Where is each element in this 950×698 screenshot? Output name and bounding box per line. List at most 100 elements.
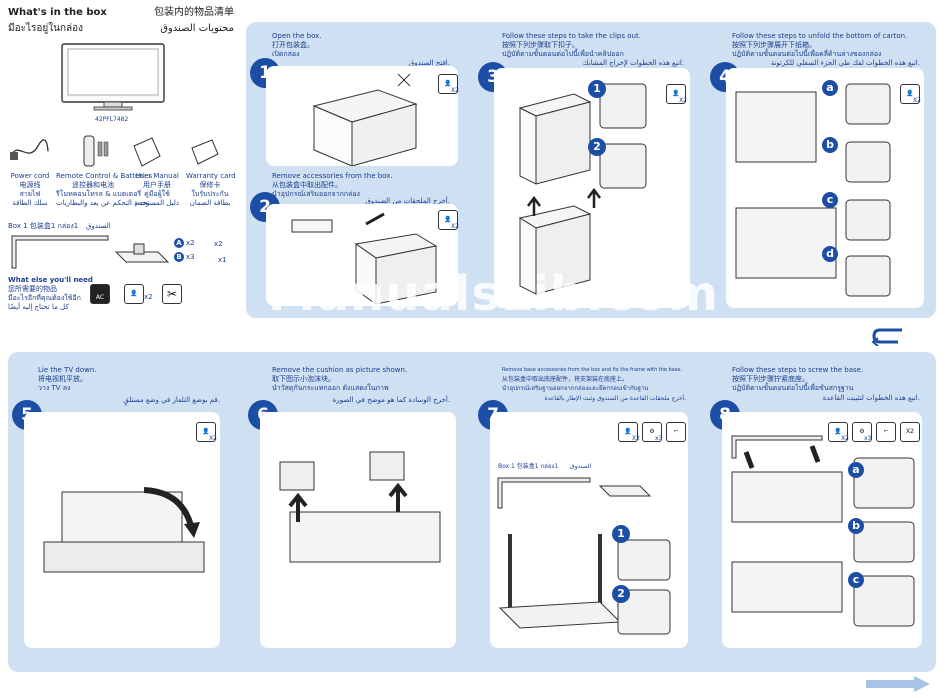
step-4-sub-a: a bbox=[822, 80, 838, 96]
step-4-sub-c: c bbox=[822, 192, 838, 208]
step-6-en: Remove the cushion as picture shown. bbox=[272, 366, 408, 374]
part-a-qty: x2 bbox=[186, 239, 195, 247]
step-4-image bbox=[726, 68, 924, 308]
base-parts-illustration bbox=[8, 232, 234, 272]
step-8-sub-a: a bbox=[848, 462, 864, 478]
step-8-people-icon: 👤 bbox=[828, 422, 848, 442]
step-6-zh: 取下图示小泡沫块。 bbox=[272, 375, 335, 383]
step-7-zh: 从包装盒中取出底座配件，将支架装在底座上。 bbox=[502, 376, 629, 383]
step-1-zh: 打开包装盒。 bbox=[272, 41, 314, 49]
step-6-image bbox=[260, 412, 456, 648]
part-a-badge: A bbox=[174, 238, 184, 248]
step-3-sub-1: 1 bbox=[588, 80, 606, 98]
step-5-th: วาง TV ลง bbox=[38, 384, 71, 392]
box1-label-ar: الصندوق bbox=[86, 222, 111, 230]
step-4-sub-d: d bbox=[822, 246, 838, 262]
step-4-th: ปฏิบัติตามขั้นตอนต่อไปนี้เพื่อคลี่ด้านล่… bbox=[732, 50, 882, 58]
step-7-sub-1: 1 bbox=[612, 525, 630, 543]
watermark: ManualsLib.com bbox=[268, 266, 719, 322]
step-3-people-icon: 👤 bbox=[666, 84, 686, 104]
step-3-ar: اتبع هذه الخطوات لإخراج المشابك. bbox=[582, 59, 684, 67]
step-3-zh: 按照下列步骤取下扣子。 bbox=[502, 41, 579, 49]
step-4-zh: 按照下列步骤展开下纸箱。 bbox=[732, 41, 816, 49]
remote-control-icon bbox=[78, 134, 114, 168]
step-1-qty: X2 bbox=[451, 87, 459, 94]
step-2-qty: X2 bbox=[451, 223, 459, 230]
step-5-ar: قم بوضع التلفاز في وضع مستلقٍ. bbox=[123, 396, 220, 404]
part-b-qty: x3 bbox=[186, 253, 195, 261]
step-5-zh: 将电视机平放。 bbox=[38, 375, 87, 383]
step-8-sub-c: c bbox=[848, 572, 864, 588]
step-2-en: Remove accessories from the box. bbox=[272, 172, 393, 180]
title-th: มีอะไรอยู่ในกล่อง bbox=[8, 23, 84, 34]
step-7-box-label: Box 1 包装盒1 กล่อง1 bbox=[498, 463, 559, 470]
step-3-image bbox=[494, 68, 690, 308]
step-7-sub-2: 2 bbox=[612, 585, 630, 603]
step-5-en: Lie the TV down. bbox=[38, 366, 97, 374]
need-th: มีอะไรอีกที่คุณต้องใช้อีก bbox=[8, 294, 81, 302]
step-8-th: ปฏิบัติตามขั้นตอนต่อไปนี้เพื่อขันสกรูฐาน bbox=[732, 384, 854, 392]
step-8-screw-qty: x3 bbox=[864, 435, 872, 442]
step-4-qty: X2 bbox=[913, 97, 921, 104]
step-7-screw-icon: ⚙ bbox=[642, 422, 662, 442]
part-d-qty: x1 bbox=[218, 256, 227, 264]
step-8-screw-icon: ⚙ bbox=[852, 422, 872, 442]
step-8-en: Follow these steps to screw the base. bbox=[732, 366, 864, 374]
step-3-th: ปฏิบัติตามขั้นตอนต่อไปนี้เพื่อนำคลิปออก bbox=[502, 50, 624, 58]
step-2-zh: 从包装盒中取出配件。 bbox=[272, 181, 342, 189]
step-5-qty: X2 bbox=[209, 435, 217, 442]
step-5-image bbox=[24, 412, 220, 648]
step-6-th: นำวัสดุกันกระแทกออก ดังแสดงในภาพ bbox=[272, 384, 389, 392]
step-2-people-icon: 👤 bbox=[438, 210, 458, 230]
step-8-sub-b: b bbox=[848, 518, 864, 534]
step-1-th: เปิดกล่อง bbox=[272, 50, 300, 58]
need-en: What else you'll need bbox=[8, 276, 93, 284]
need-zh: 您所需要的物品 bbox=[8, 285, 57, 293]
step-7-people-icon: 👤 bbox=[618, 422, 638, 442]
part-c-qty: x2 bbox=[214, 240, 223, 248]
step-3-en: Follow these steps to take the clips out… bbox=[502, 32, 641, 40]
step-2-ar: أخرج الملحقات من الصندوق. bbox=[365, 197, 450, 205]
step-8-people-qty: X2 bbox=[841, 435, 849, 442]
ac-power-icon: AC bbox=[90, 284, 110, 304]
step-8-screwdriver-icon: X2 bbox=[900, 422, 920, 442]
step-1-people-icon: 👤 bbox=[438, 74, 458, 94]
step-4-people-icon: 👤 bbox=[900, 84, 920, 104]
step-6-ar: أخرج الوسادة كما هو موضح في الصورة. bbox=[332, 396, 450, 404]
step-4-sub-b: b bbox=[822, 137, 838, 153]
step-2-th: นำอุปกรณ์เสริมออกจากกล่อง bbox=[272, 190, 360, 198]
step-7-en: Remove base accessories from the box and… bbox=[502, 367, 683, 373]
step-8-allen-key-icon: ⌐ bbox=[876, 422, 896, 442]
power-cord-icon bbox=[8, 136, 50, 166]
step-1-image bbox=[266, 66, 458, 166]
step-4-en: Follow these steps to unfold the bottom … bbox=[732, 32, 908, 40]
title-en: What's in the box bbox=[8, 7, 107, 18]
step-7-screw-qty: x3 bbox=[655, 435, 663, 442]
next-page-arrow-icon bbox=[866, 676, 930, 692]
tv-illustration bbox=[60, 42, 166, 112]
step-7-allen-key-icon: ⌐ bbox=[666, 422, 686, 442]
model-label: 42PFL7482 bbox=[95, 116, 129, 123]
two-people-icon: 👤 bbox=[124, 284, 144, 304]
step-7-th: นำอุปกรณ์เสริมฐานออกจากกล่องและยึดกรอบเข… bbox=[502, 385, 649, 392]
step-7-ar: أخرج ملحقات القاعدة من الصندوق وثبت الإط… bbox=[544, 395, 686, 402]
step-8-zh: 按照下列步骤拧紧底座。 bbox=[732, 375, 809, 383]
step-1-en: Open the box. bbox=[272, 32, 322, 40]
scissors-icon: ✂ bbox=[162, 284, 182, 304]
step-5-people-icon: 👤 bbox=[196, 422, 216, 442]
step-4-ar: اتبع هذه الخطوات لفك طي الجزء السفلي للك… bbox=[770, 59, 920, 67]
step-7-image bbox=[490, 412, 688, 648]
continue-arrow-icon bbox=[870, 326, 906, 347]
title-ar: محتويات الصندوق bbox=[160, 23, 234, 34]
step-2-image bbox=[266, 204, 458, 306]
title-zh: 包装内的物品清单 bbox=[154, 7, 234, 18]
step-3-sub-2: 2 bbox=[588, 138, 606, 156]
step-7-box-label-ar: الصندوق bbox=[570, 463, 592, 470]
step-8-ar: اتبع هذه الخطوات لتثبيت القاعدة. bbox=[822, 394, 920, 402]
step-8-image bbox=[722, 412, 922, 648]
two-people-qty: x2 bbox=[144, 293, 153, 301]
